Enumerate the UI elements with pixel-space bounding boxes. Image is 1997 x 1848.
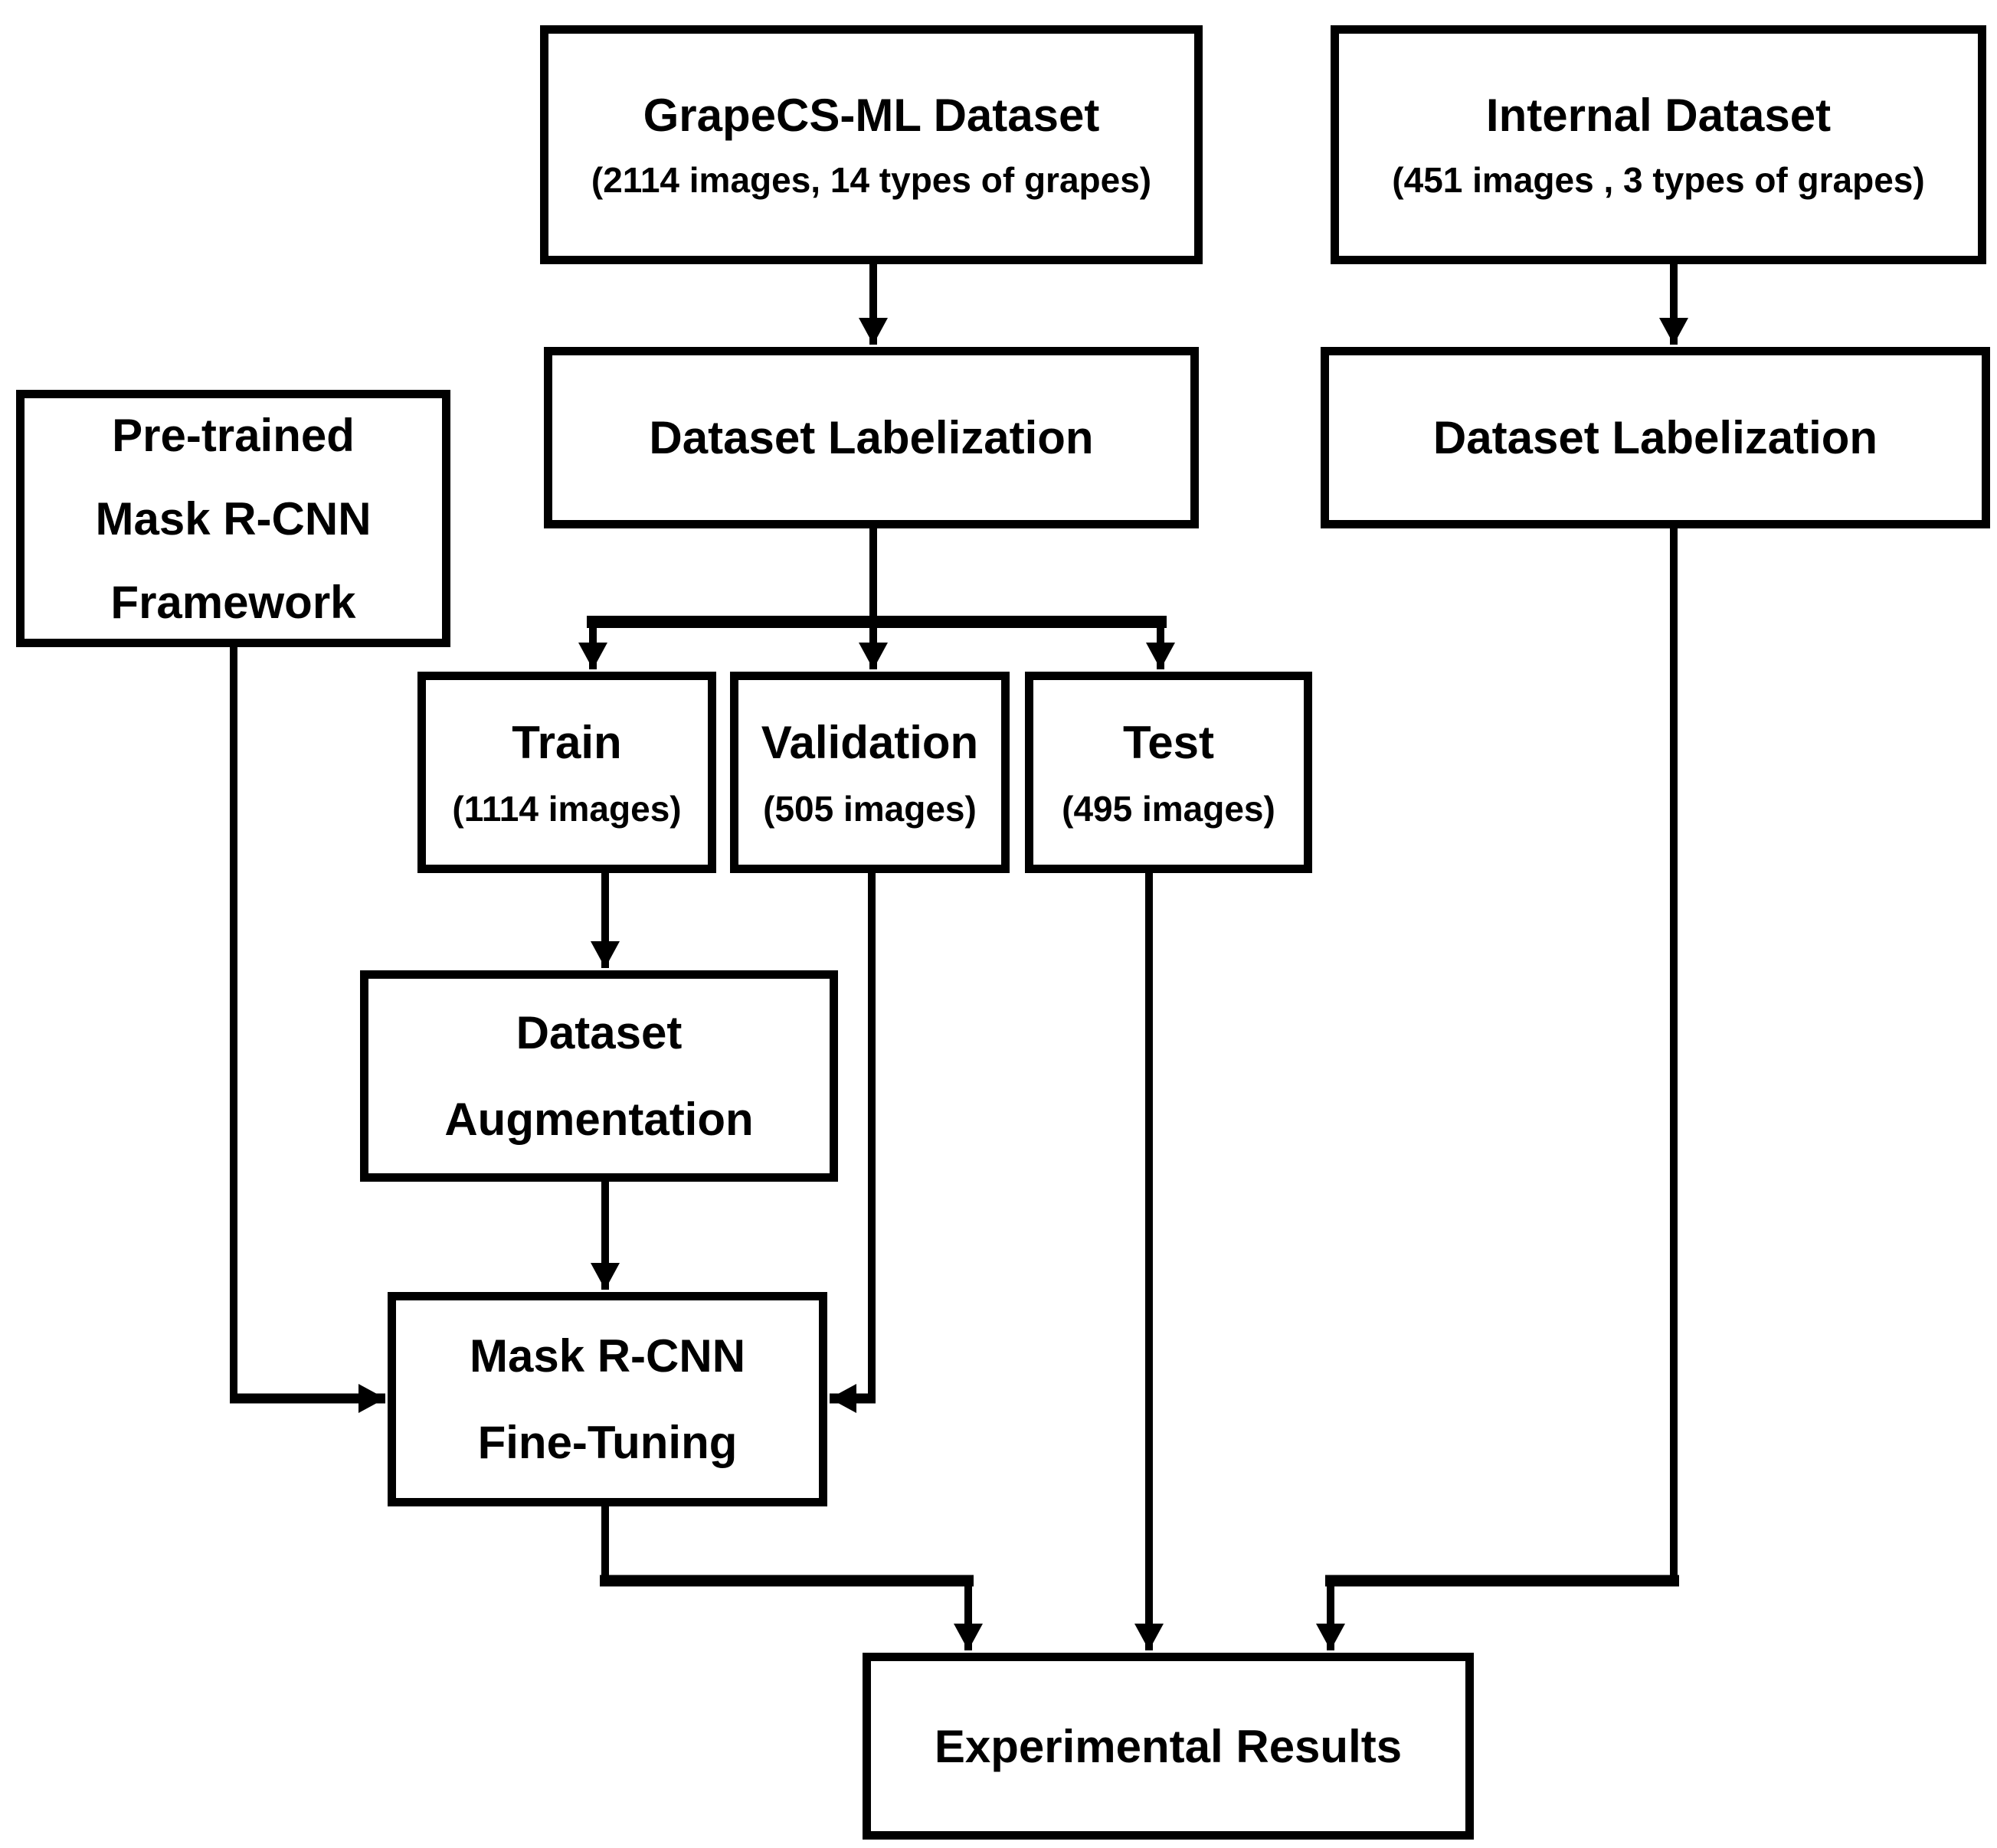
pretrained-line-2: Mask R-CNN	[95, 492, 372, 545]
dataset-labelization-right-title: Dataset Labelization	[1432, 412, 1878, 463]
internal-dataset-box: Internal Dataset (451 images , 3 types o…	[1331, 25, 1986, 264]
arrow-labelization-split-to-train-validation-test	[578, 524, 1175, 669]
mask-rcnn-finetuning-box: Mask R-CNN Fine-Tuning	[388, 1292, 827, 1506]
arrow-pretrained-to-finetuning	[230, 643, 385, 1413]
validation-split-subtitle: (505 images)	[763, 788, 977, 829]
dataset-augmentation-box: Dataset Augmentation	[360, 970, 838, 1182]
test-split-box: Test (495 images)	[1025, 672, 1312, 873]
train-split-subtitle: (1114 images)	[452, 788, 682, 829]
pretrained-mask-rcnn-framework-box: Pre-trained Mask R-CNN Framework	[16, 390, 450, 647]
dataset-labelization-left-title: Dataset Labelization	[649, 412, 1094, 463]
grapecs-ml-dataset-box: GrapeCS-ML Dataset (2114 images, 14 type…	[540, 25, 1203, 264]
mask-rcnn-finetuning-line-1: Mask R-CNN	[469, 1330, 746, 1382]
experimental-results-title: Experimental Results	[934, 1720, 1403, 1772]
dataset-labelization-left-box: Dataset Labelization	[544, 347, 1199, 528]
validation-split-title: Validation	[761, 716, 979, 768]
grapecs-ml-dataset-subtitle: (2114 images, 14 types of grapes)	[591, 160, 1152, 201]
test-split-subtitle: (495 images)	[1062, 788, 1275, 829]
arrow-finetuning-to-results	[600, 1502, 983, 1650]
experimental-results-box: Experimental Results	[863, 1653, 1474, 1840]
internal-dataset-subtitle: (451 images , 3 types of grapes)	[1392, 160, 1925, 201]
arrow-validation-to-finetuning	[830, 868, 876, 1413]
train-split-title: Train	[512, 716, 622, 768]
internal-dataset-title: Internal Dataset	[1485, 90, 1832, 142]
arrow-labelization-right-to-results	[1316, 524, 1679, 1650]
dataset-labelization-right-box: Dataset Labelization	[1321, 347, 1990, 528]
grapecs-ml-dataset-title: GrapeCS-ML Dataset	[643, 90, 1100, 142]
test-split-title: Test	[1123, 716, 1214, 768]
train-split-box: Train (1114 images)	[417, 672, 716, 873]
dataset-augmentation-line-1: Dataset	[516, 1007, 683, 1058]
mask-rcnn-finetuning-line-2: Fine-Tuning	[477, 1417, 738, 1468]
pretrained-line-3: Framework	[110, 576, 356, 628]
validation-split-box: Validation (505 images)	[730, 672, 1010, 873]
pretrained-line-1: Pre-trained	[112, 409, 355, 461]
dataset-augmentation-line-2: Augmentation	[444, 1094, 754, 1145]
